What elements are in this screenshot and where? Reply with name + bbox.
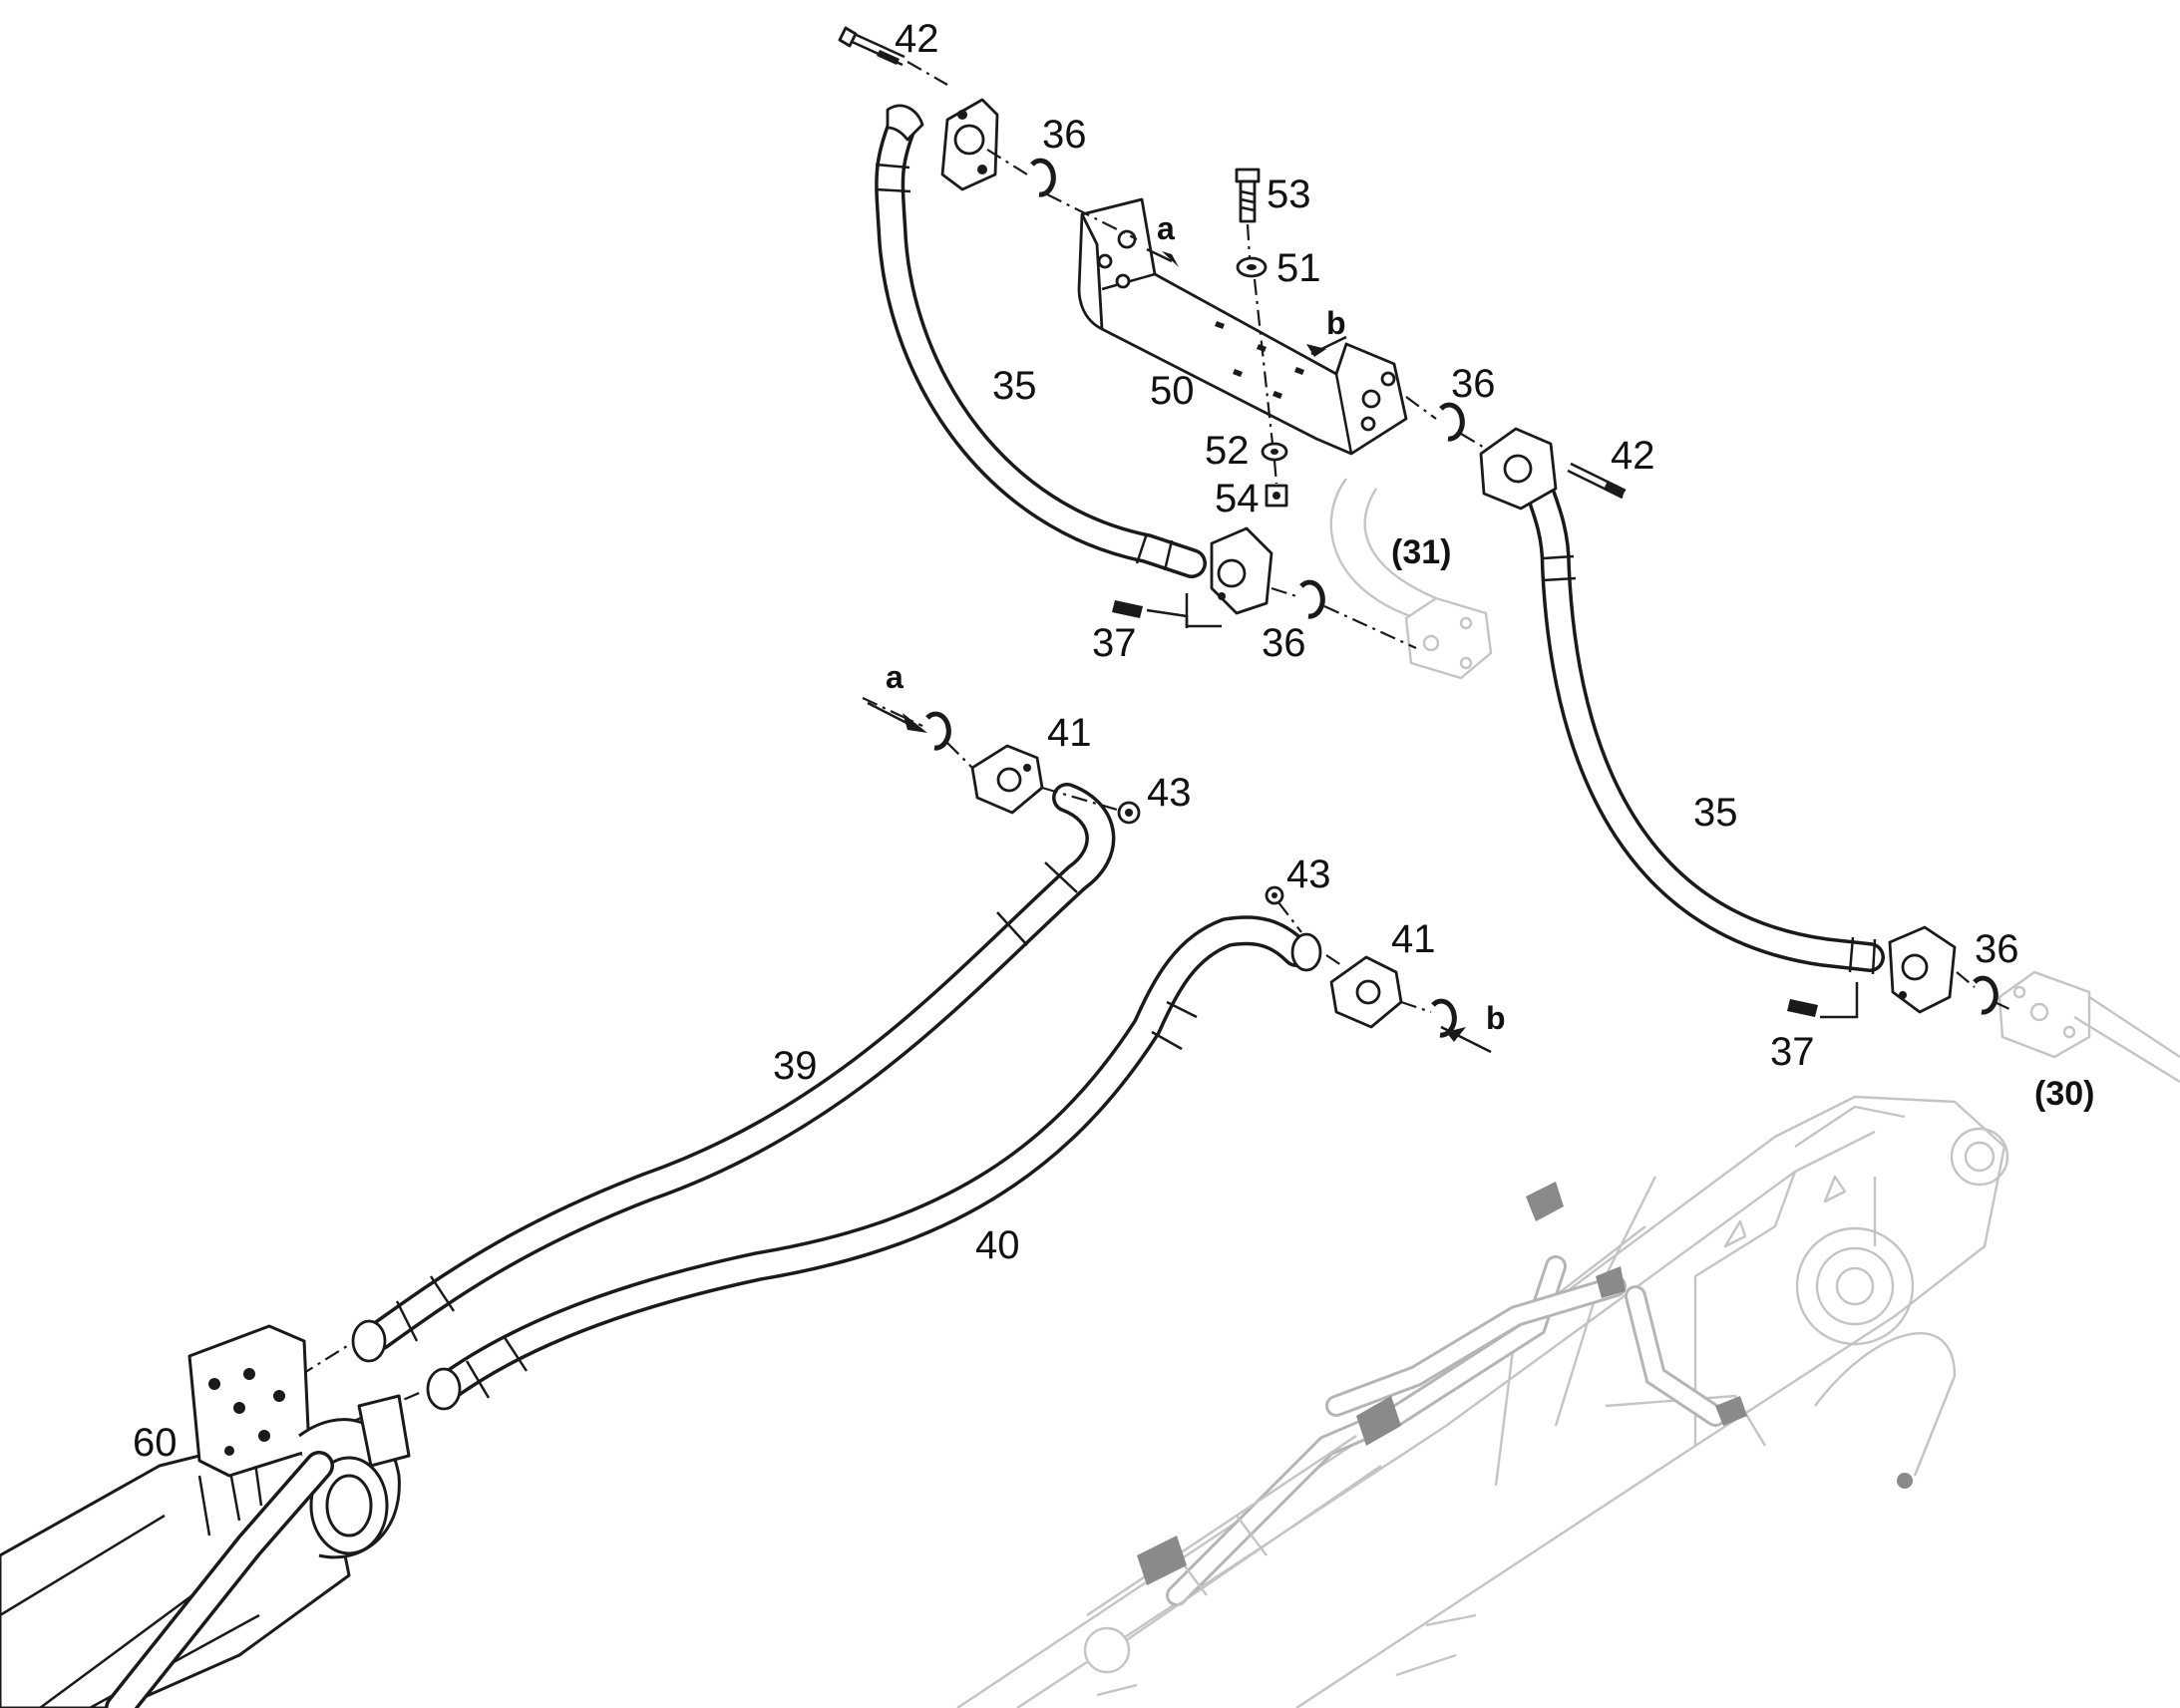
label-36-lower: 36 [1975,927,2019,971]
washer-51 [1236,256,1268,278]
label-51: 51 [1276,246,1321,290]
ghost-connector-31 [1329,478,1493,680]
label-60: 60 [133,1421,178,1465]
hose-35-lower [1516,454,1885,975]
label-43-lower: 43 [1286,853,1331,896]
o-rings [925,158,1998,1038]
label-37-lower: 37 [1770,1030,1815,1074]
bolt-42-top [838,26,906,67]
flange-top-left [940,98,999,191]
flange-41-upper [970,744,1044,815]
nut-43-lower [1265,885,1284,905]
label-35-lower: 35 [1693,791,1738,835]
label-40: 40 [975,1223,1020,1267]
label-36-right: 36 [1451,362,1496,406]
flange-41-lower [1290,932,1403,1029]
direction-arrows [867,701,1492,1054]
hose-39 [351,783,1116,1363]
label-ref-30: (30) [2034,1075,2094,1113]
flange-lower-right [1888,925,1957,1014]
bolt-53 [1235,168,1261,223]
flange-upper-mid [1210,526,1273,615]
ghost-cylinder [1083,1182,1913,1674]
labels: 42 36 53 a 51 b 35 50 36 42 52 54 (31) 3… [133,17,2094,1465]
label-a-top: a [1157,210,1175,246]
label-39: 39 [773,1044,818,1088]
bolt-37-lower [1787,982,1859,1019]
flange-right-42 [1479,427,1558,511]
dash-centerlines [298,61,2010,1438]
label-54: 54 [1215,477,1260,520]
label-41-lower: 41 [1391,917,1436,961]
label-52: 52 [1205,429,1250,473]
washer-52 [1261,442,1288,462]
label-36-top: 36 [1042,113,1087,157]
hose-35-upper [875,104,1207,578]
label-43-upper: 43 [1147,771,1192,815]
ghost-connector-30 [1998,970,2180,1084]
label-53: 53 [1267,172,1311,216]
ghost-boom-hoses [1166,1255,1957,1606]
label-36-mid: 36 [1262,621,1306,665]
bolt-37-upper [1112,593,1222,628]
bracket-50 [1077,197,1408,456]
label-b-top: b [1326,305,1346,341]
nut-54 [1265,484,1288,508]
label-42-right: 42 [1611,434,1655,478]
label-35-upper: 35 [992,364,1037,408]
label-41-upper: 41 [1047,711,1092,755]
label-ref-31: (31) [1391,533,1451,571]
ghost-boom-assembly [956,1095,2009,1708]
cylinder-assembly-60 [0,1324,411,1708]
hose-40 [426,915,1311,1411]
label-42-top: 42 [895,17,939,61]
bolt-42-right [1567,462,1627,500]
nut-43-upper [1117,801,1141,825]
label-b-mid: b [1486,1000,1506,1036]
label-a-mid: a [886,659,904,695]
label-50: 50 [1150,369,1195,413]
label-37-upper: 37 [1092,621,1137,665]
